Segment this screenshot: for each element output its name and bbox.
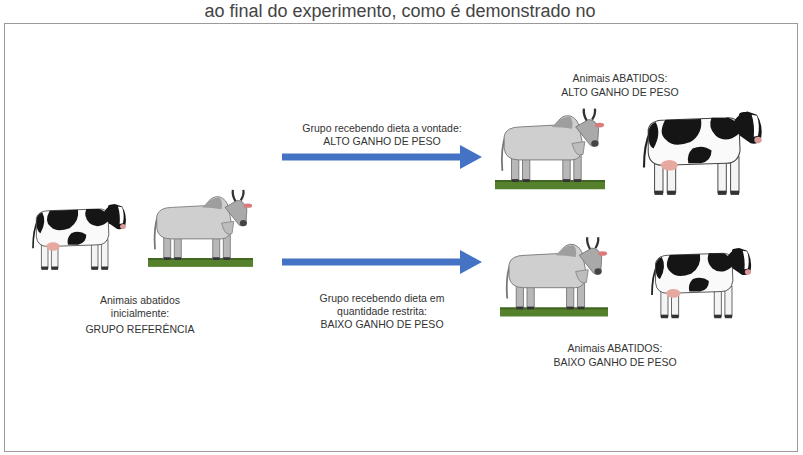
group-label: ALTO GANHO DE PESO xyxy=(561,86,678,99)
group-label: Animais ABATIDOS: xyxy=(553,342,676,355)
text-line: GRUPO REFERÊNCIA xyxy=(85,323,194,336)
text-line: quantidade restrita: xyxy=(320,305,445,318)
group-label: BAIXO GANHO DE PESO xyxy=(553,356,676,369)
text-line: Animais abatidos xyxy=(85,294,194,307)
arrow-shaft xyxy=(282,154,460,161)
text-line: ALTO GANHO DE PESO xyxy=(561,86,678,99)
text-line: BAIXO GANHO DE PESO xyxy=(320,318,445,331)
arrow-head xyxy=(460,145,482,169)
text-line: BAIXO GANHO DE PESO xyxy=(553,356,676,369)
nelore-bull xyxy=(495,109,605,190)
holstein-cow xyxy=(33,204,126,270)
group-label: Animais ABATIDOS: xyxy=(561,72,678,85)
nelore-bull xyxy=(500,237,608,316)
text-line: Grupo recebendo dieta a vontade: xyxy=(302,122,461,135)
arrow-label: Grupo recebendo dieta em quantidade rest… xyxy=(320,292,445,331)
animal-group: Animais ABATIDOS:BAIXO GANHO DE PESO xyxy=(482,228,772,373)
text-line: Grupo recebendo dieta em xyxy=(320,292,445,305)
flow-arrow xyxy=(282,250,482,274)
text-line: Animais ABATIDOS: xyxy=(553,342,676,355)
group-label: GRUPO REFERÊNCIA xyxy=(85,323,194,336)
nelore-bull xyxy=(148,190,253,267)
holstein-cow xyxy=(652,248,751,318)
arrow-label: Grupo recebendo dieta a vontade: ALTO GA… xyxy=(302,122,461,148)
animal-group: Animais abatidos inicialmente: GRUPO REFE… xyxy=(20,150,282,340)
text-line: ALTO GANHO DE PESO xyxy=(302,135,461,148)
holstein-cow xyxy=(644,112,762,195)
arrow-shaft xyxy=(282,259,460,266)
figure-frame xyxy=(5,24,798,452)
text-line: Animais ABATIDOS: xyxy=(561,72,678,85)
group-text: Animais ABATIDOS:ALTO GANHO DE PESO xyxy=(561,72,678,99)
group-text: Animais abatidos inicialmente: GRUPO REFE… xyxy=(85,294,194,336)
text-line: inicialmente: xyxy=(85,307,194,320)
caption-fragment: ao final do experimento, como é demonstr… xyxy=(204,1,595,21)
animal-group: Animais ABATIDOS:ALTO GANHO DE PESO xyxy=(482,68,772,196)
arrow-head xyxy=(460,250,482,274)
group-label: Animais abatidos inicialmente: xyxy=(85,294,194,320)
flow-arrow xyxy=(282,145,482,169)
group-text: Animais ABATIDOS:BAIXO GANHO DE PESO xyxy=(553,342,676,369)
